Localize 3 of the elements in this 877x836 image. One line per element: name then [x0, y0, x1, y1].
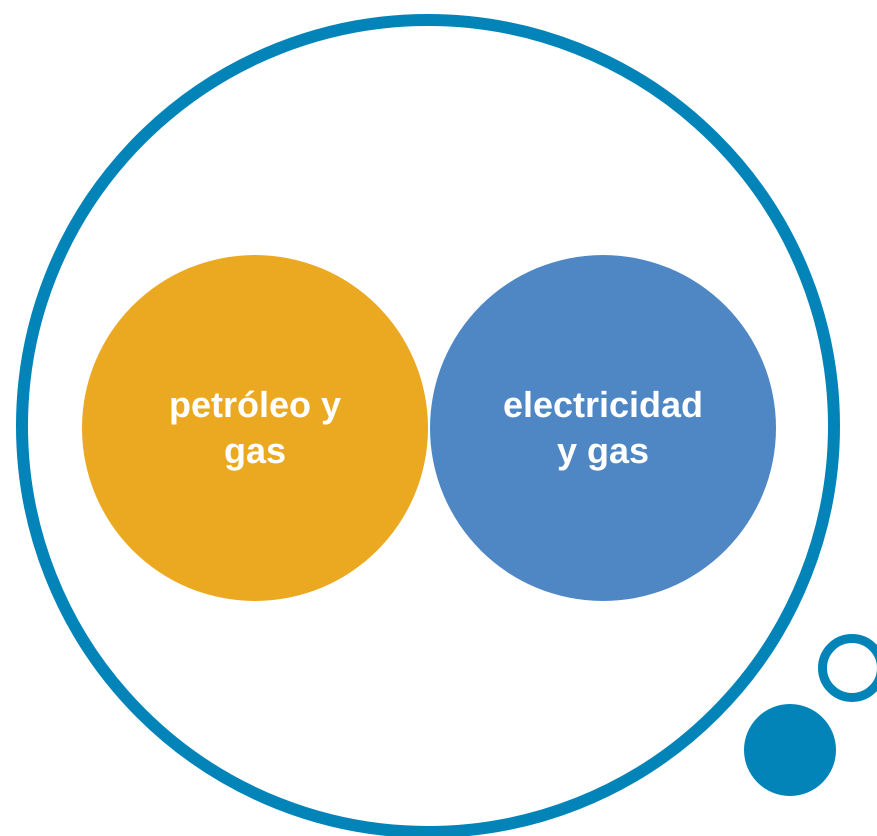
node-label: electricidad y gas: [502, 383, 704, 473]
bubble-circle: [818, 634, 877, 702]
node-label: petróleo y gas: [168, 383, 342, 473]
